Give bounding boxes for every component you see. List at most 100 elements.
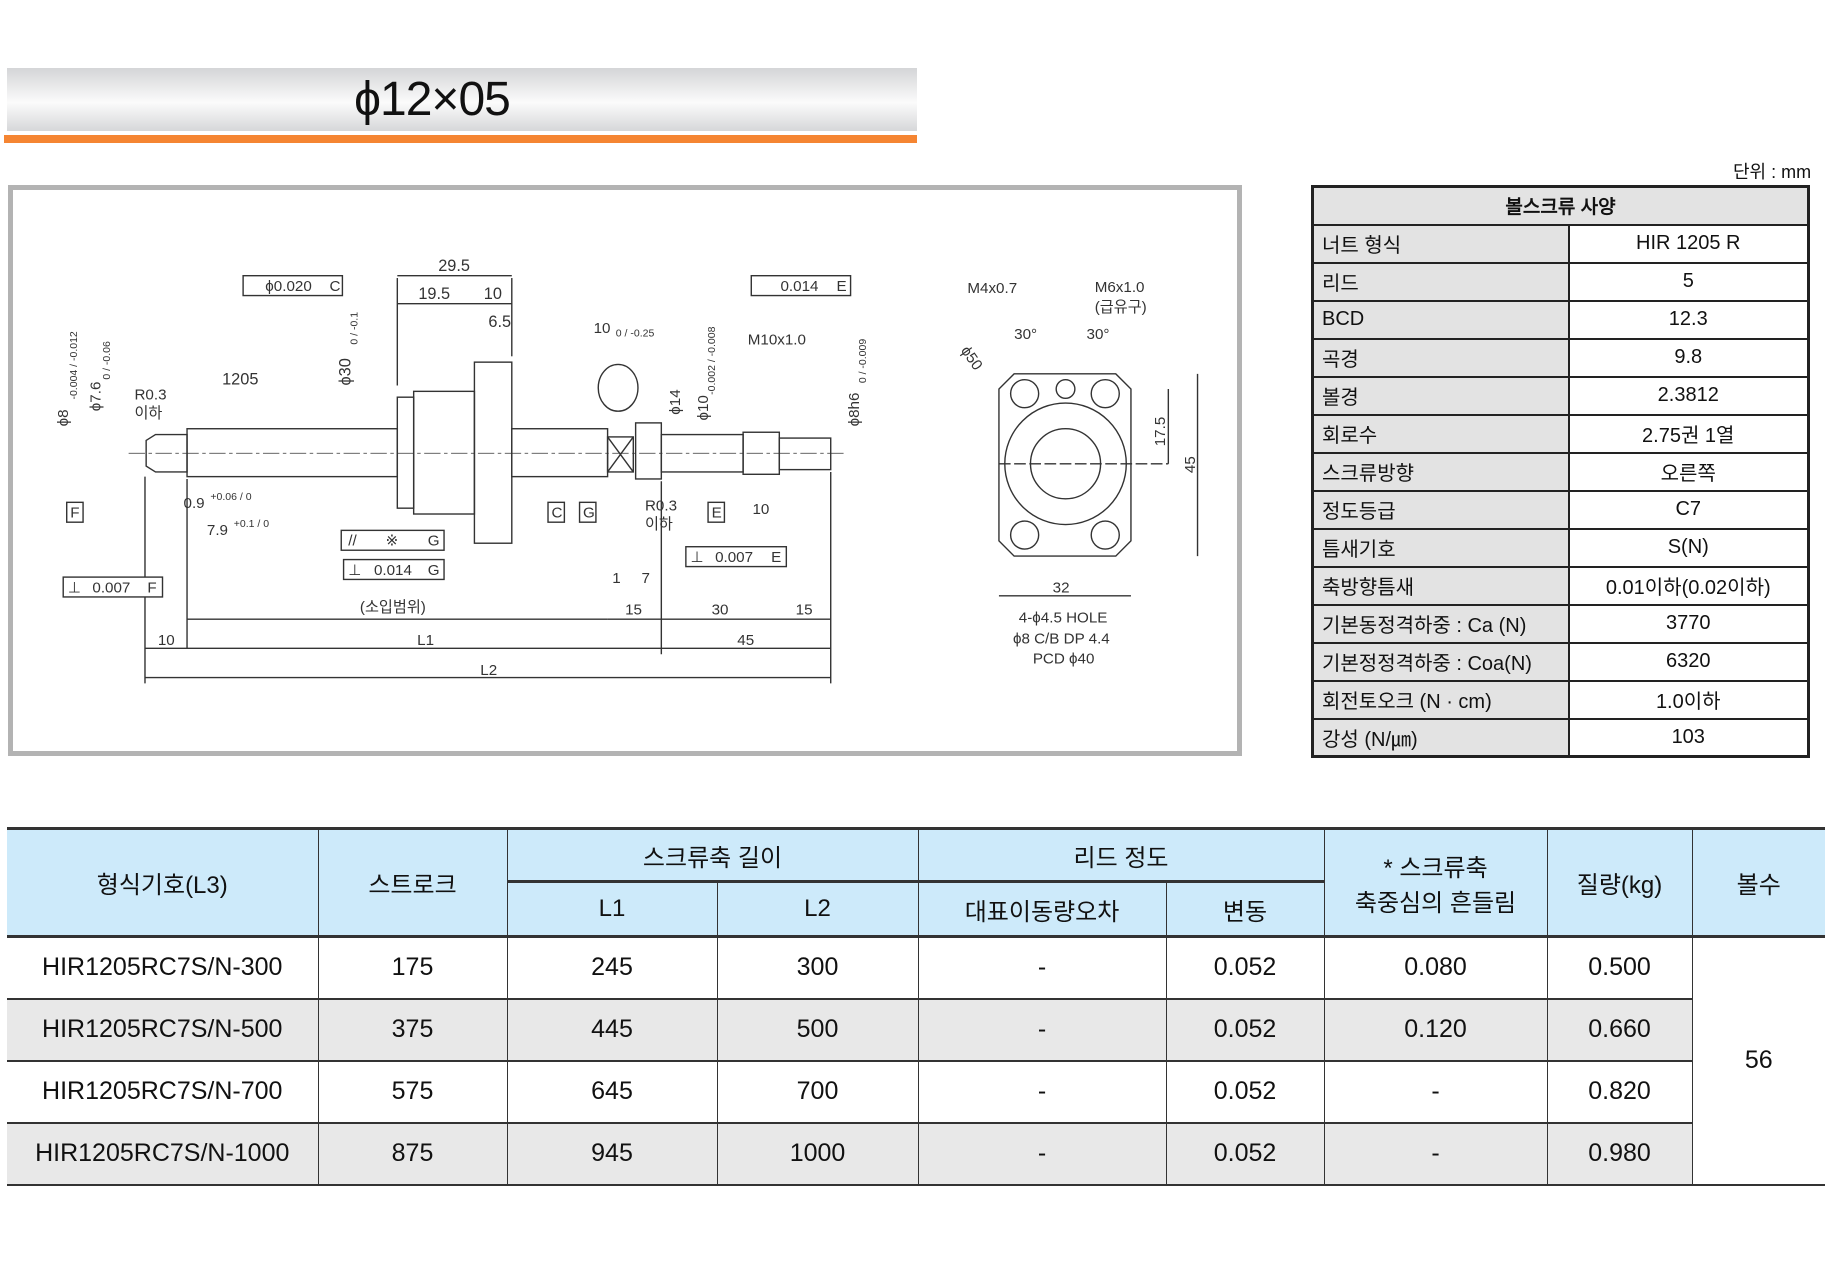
spec-value: 1.0이하 [1567,679,1810,720]
spec-row: 기본정정격하중 : Coa(N)6320 [1311,641,1810,682]
spec-label: 회전토오크 (N · cm) [1311,679,1570,720]
spec-label: 곡경 [1311,337,1570,378]
spec-label: 기본동정격하중 : Ca (N) [1311,603,1570,644]
cell-l2: 1000 [716,1122,919,1186]
cell-l1: 645 [506,1060,718,1124]
spec-row: 회전토오크 (N · cm)1.0이하 [1311,679,1810,720]
spec-label: 볼경 [1311,375,1570,416]
cell-mass: 0.500 [1546,936,1693,1000]
header-l1: L1 [507,881,718,938]
cell-model: HIR1205RC7S/N-300 [7,936,319,1000]
cell-rep-error: - [917,1060,1167,1124]
header-rep-error: 대표이동량오차 [917,881,1167,938]
cell-variation: 0.052 [1165,1060,1325,1124]
spec-label: 너트 형식 [1311,223,1570,264]
cell-stroke: 175 [317,936,508,1000]
cell-rep-error: - [917,936,1167,1000]
header-runout-line2: 축중심의 흔들림 [1354,889,1517,917]
title-bar: ϕ12×05 [7,68,917,131]
cell-mass: 0.660 [1546,998,1693,1062]
cell-model: HIR1205RC7S/N-500 [7,998,319,1062]
cell-runout: 0.120 [1323,998,1548,1062]
spec-label: 회로수 [1311,413,1570,454]
spec-value: S(N) [1567,527,1810,568]
cell-mass: 0.980 [1546,1122,1693,1186]
cell-balls: 56 [1691,936,1825,1186]
spec-row: 기본동정격하중 : Ca (N)3770 [1311,603,1810,644]
drawing-frame [8,185,1242,756]
spec-value: 103 [1567,717,1810,758]
spec-label: 강성 (N/㎛) [1311,717,1570,758]
spec-label: 기본정정격하중 : Coa(N) [1311,641,1570,682]
spec-value: 오른쪽 [1567,451,1810,492]
spec-value: 3770 [1567,603,1810,644]
spec-label: 리드 [1311,261,1570,302]
header-mass: 질량(kg) [1546,827,1693,938]
spec-value: 9.8 [1567,337,1810,378]
header-stroke: 스트로크 [317,827,508,938]
cell-l1: 945 [506,1122,718,1186]
spec-value: HIR 1205 R [1567,223,1810,264]
header-l2: L2 [716,881,919,938]
spec-label: BCD [1311,299,1570,340]
cell-stroke: 575 [317,1060,508,1124]
header-runout-line1: * 스크류축 [1383,854,1488,882]
cell-l2: 300 [716,936,919,1000]
spec-label: 스크류방향 [1311,451,1570,492]
spec-row: 강성 (N/㎛)103 [1311,717,1810,758]
cell-runout: - [1323,1122,1548,1186]
cell-variation: 0.052 [1165,998,1325,1062]
spec-title: 볼스크류 사양 [1311,185,1810,226]
cell-model: HIR1205RC7S/N-700 [7,1060,319,1124]
spec-label: 틈새기호 [1311,527,1570,568]
spec-value: 2.75권 1열 [1567,413,1810,454]
accent-rule [4,135,917,143]
spec-value: 0.01이하(0.02이하) [1567,565,1810,606]
spec-label: 정도등급 [1311,489,1570,530]
cell-runout: 0.080 [1323,936,1548,1000]
spec-value: 2.3812 [1567,375,1810,416]
spec-value: 5 [1567,261,1810,302]
cell-rep-error: - [917,1122,1167,1186]
cell-variation: 0.052 [1165,1122,1325,1186]
header-lead-accuracy: 리드 정도 [917,827,1325,883]
spec-value: 12.3 [1567,299,1810,340]
spec-label: 축방향틈새 [1311,565,1570,606]
unit-label: 단위 : mm [1733,162,1812,182]
cell-l1: 445 [506,998,718,1062]
cell-l2: 500 [716,998,919,1062]
cell-rep-error: - [917,998,1167,1062]
cell-model: HIR1205RC7S/N-1000 [7,1122,319,1186]
cell-stroke: 375 [317,998,508,1062]
cell-runout: - [1323,1060,1548,1124]
cell-l1: 245 [506,936,718,1000]
spec-value: 6320 [1567,641,1810,682]
header-balls: 볼수 [1691,827,1825,938]
cell-variation: 0.052 [1165,936,1325,1000]
header-variation: 변동 [1165,881,1324,938]
header-model: 형식기호(L3) [7,827,319,938]
cell-stroke: 875 [317,1122,508,1186]
cell-mass: 0.820 [1546,1060,1693,1124]
page-title: ϕ12×05 [354,73,511,126]
header-shaft-length: 스크류축 길이 [506,827,919,883]
cell-l2: 700 [716,1060,919,1124]
spec-value: C7 [1567,489,1810,530]
